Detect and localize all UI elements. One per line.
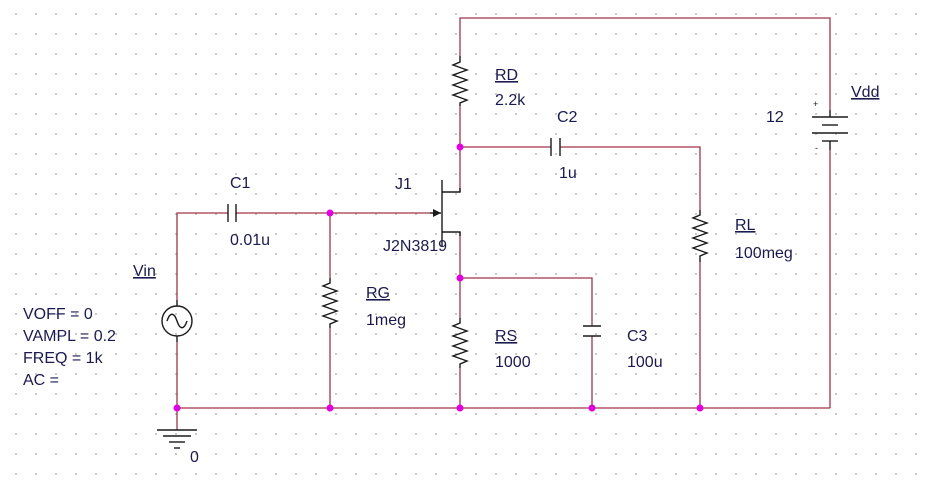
label-rd-value: 2.2k — [495, 92, 526, 109]
label-c3-value: 100u — [627, 354, 663, 371]
capacitor-c3[interactable] — [583, 325, 601, 337]
label-j1-model: J2N3819 — [383, 238, 447, 255]
label-c2-name: C2 — [557, 109, 578, 126]
resistor-rl[interactable] — [690, 210, 710, 262]
label-rl-name: RL — [735, 217, 756, 234]
label-vin-ac: AC = — [23, 372, 59, 389]
label-rl-value: 100meg — [735, 245, 793, 262]
node-ground-rg — [326, 404, 334, 412]
node-ground-rs — [456, 404, 464, 412]
label-c2-value: 1u — [559, 165, 577, 182]
jfet-j1[interactable] — [430, 180, 461, 246]
label-c3-name: C3 — [627, 328, 648, 345]
wire-source-c3 — [460, 277, 593, 326]
jfet-gate-arrow — [433, 209, 441, 217]
vdd-plus-sign: + — [813, 99, 818, 109]
label-vdd-name: Vdd — [851, 84, 879, 101]
wire-c2-rl — [560, 146, 701, 210]
label-rd-name: RD — [495, 67, 518, 84]
ground-symbol — [157, 429, 197, 449]
wire-top-rail — [459, 17, 831, 110]
label-c1-name: C1 — [230, 175, 251, 192]
node-ground-c3 — [588, 404, 596, 412]
capacitor-c2[interactable] — [550, 138, 561, 156]
label-vin-voff: VOFF = 0 — [23, 306, 93, 323]
label-vin-vampl: VAMPL = 0.2 — [23, 328, 116, 345]
label-rg-value: 1meg — [366, 312, 406, 329]
label-ground-net: 0 — [190, 449, 199, 466]
node-ground-rl — [696, 404, 704, 412]
label-vin-freq: FREQ = 1k — [23, 350, 104, 367]
label-c1-value: 0.01u — [230, 232, 270, 249]
ac-source-vin[interactable] — [161, 300, 193, 342]
vdd-minus-sign: - — [815, 143, 818, 153]
label-vin-name: Vin — [133, 263, 156, 280]
label-rg-name: RG — [366, 285, 390, 302]
label-rs-value: 1000 — [495, 354, 531, 371]
node-source — [456, 274, 464, 282]
capacitor-c1[interactable] — [227, 204, 237, 222]
resistor-rd[interactable] — [450, 56, 470, 106]
label-rs-name: RS — [495, 328, 517, 345]
battery-vdd[interactable]: + - — [812, 99, 848, 153]
node-drain — [456, 143, 464, 151]
resistor-rg[interactable] — [320, 278, 340, 328]
label-vdd-value: 12 — [766, 109, 784, 126]
wire-vin-c1 — [176, 212, 228, 300]
label-j1-name: J1 — [395, 176, 412, 193]
resistor-rs[interactable] — [450, 318, 470, 368]
node-ground-vin — [173, 404, 181, 412]
junction-nodes — [173, 143, 704, 412]
node-gate — [326, 209, 334, 217]
